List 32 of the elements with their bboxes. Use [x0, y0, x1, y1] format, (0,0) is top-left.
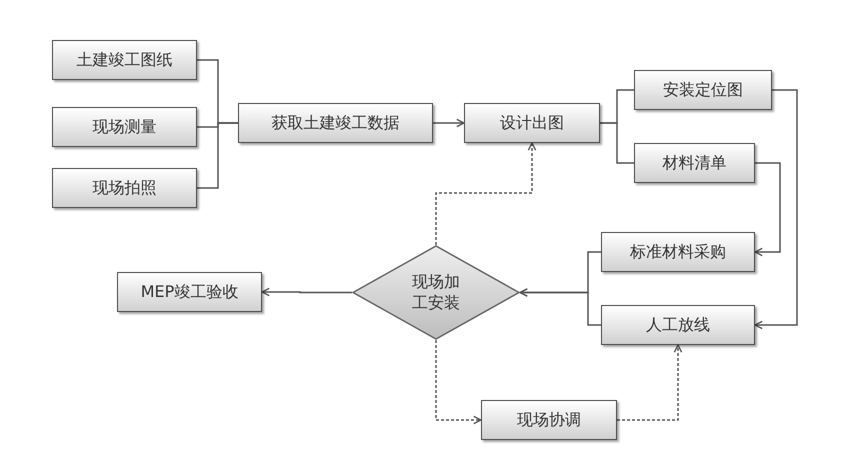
- connector-arrow: [433, 118, 465, 128]
- node-label: 获取土建竣工数据: [272, 112, 400, 134]
- connector-arrow: [519, 288, 601, 326]
- node-label: 材料清单: [662, 152, 726, 174]
- node-label: 现场加工安装: [411, 272, 461, 314]
- node-label: 现场拍照: [92, 178, 156, 198]
- node-label: 安装定位图: [663, 80, 743, 100]
- node-label: MEP竣工验收: [140, 282, 238, 302]
- connector-arrow: [617, 344, 682, 421]
- connector-arrow: [261, 288, 352, 296]
- process-box: [117, 272, 262, 312]
- node-label: 人工放线: [646, 314, 710, 336]
- node-label: 设计出图: [500, 112, 564, 134]
- connector-arrow: [435, 340, 482, 424]
- node-label: 标准材料采购: [630, 242, 726, 262]
- process-box: [601, 232, 755, 272]
- process-box: [481, 400, 617, 440]
- node-label: 现场协调: [517, 410, 581, 430]
- decision-diamond: [352, 245, 520, 340]
- connector-arrow: [754, 162, 781, 256]
- process-box: [238, 103, 433, 143]
- node-label: 土建竣工图纸: [76, 50, 172, 70]
- connector-arrow: [754, 89, 798, 330]
- process-box: [52, 107, 197, 147]
- process-box: [634, 143, 755, 183]
- process-box: [52, 168, 197, 208]
- process-box: [464, 103, 600, 143]
- connector-arrow: [435, 142, 536, 245]
- node-label: 现场测量: [92, 116, 156, 138]
- process-box: [601, 305, 755, 345]
- process-box: [634, 70, 772, 110]
- process-box: [52, 40, 197, 80]
